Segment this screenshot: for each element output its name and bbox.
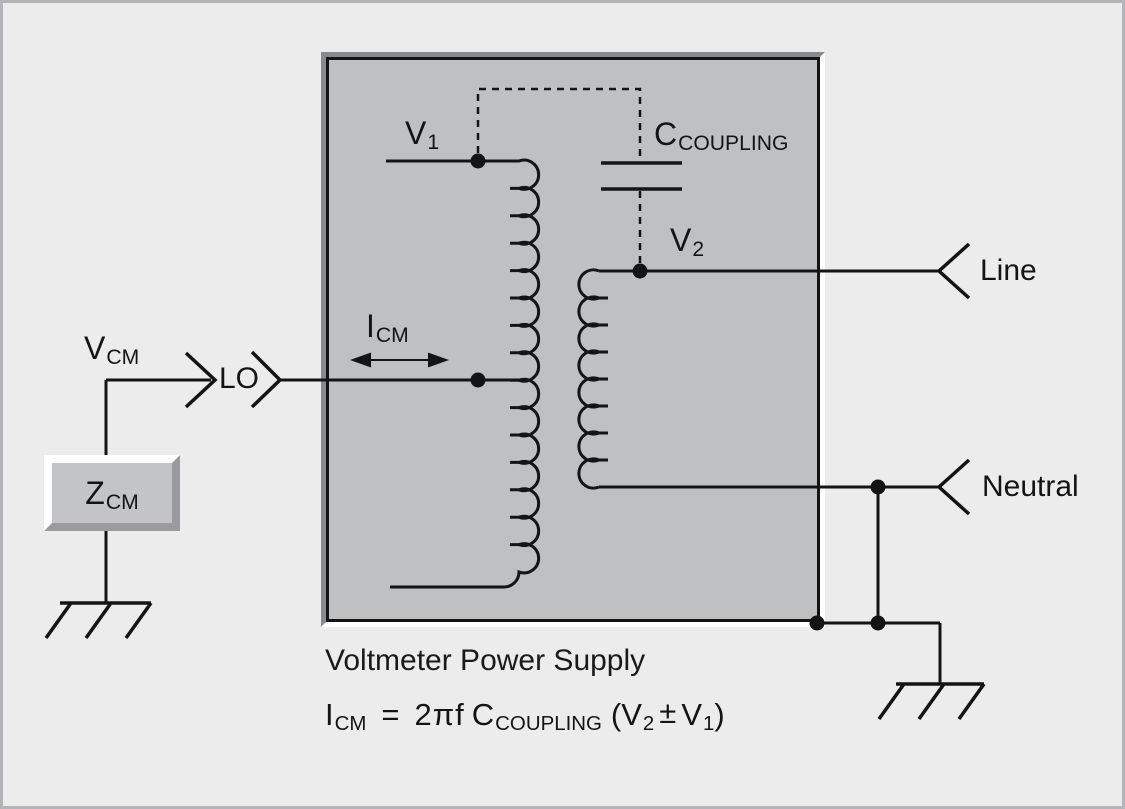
box-caption: Voltmeter Power Supply xyxy=(325,644,646,677)
transformer-secondary-coil xyxy=(577,268,608,490)
label-vcm: VCM xyxy=(84,330,140,370)
wiring-overlay xyxy=(44,87,986,721)
dashed-coupling-path xyxy=(476,87,642,263)
wire-vcm-source xyxy=(104,378,211,603)
label-v1: V1 xyxy=(405,115,440,155)
label-neutral: Neutral xyxy=(982,470,1079,503)
line-connector-chevron xyxy=(936,242,971,300)
junction-dot-tap xyxy=(470,372,486,388)
coupling-capacitor-plates xyxy=(601,161,682,191)
junction-dot-ground-branch xyxy=(870,615,886,631)
transformer-primary-coil xyxy=(386,158,541,589)
label-v2: V2 xyxy=(670,222,705,262)
zcm-label: ZCM xyxy=(85,475,139,515)
junction-dot-v2 xyxy=(632,263,648,279)
label-icm: ICM xyxy=(366,308,409,348)
zcm-impedance-box: ZCM xyxy=(44,455,180,531)
neutral-connector-chevron xyxy=(936,458,971,516)
junction-dot-v1 xyxy=(470,153,486,169)
icm-current-arrow xyxy=(350,352,449,368)
junction-dots xyxy=(470,153,886,631)
label-lo: LO xyxy=(219,362,260,395)
label-line: Line xyxy=(980,254,1037,287)
ground-symbol-right xyxy=(877,682,986,721)
junction-dot-neutral xyxy=(870,479,886,495)
ground-symbol-left xyxy=(44,601,153,640)
voltmeter-power-supply-box-fill xyxy=(326,57,820,622)
voltmeter-power-supply-box xyxy=(321,52,825,627)
junction-dot-box-corner xyxy=(809,615,825,631)
label-c-coupling: CCOUPLING xyxy=(654,116,789,156)
wire-bottom-ground-run xyxy=(817,621,942,684)
